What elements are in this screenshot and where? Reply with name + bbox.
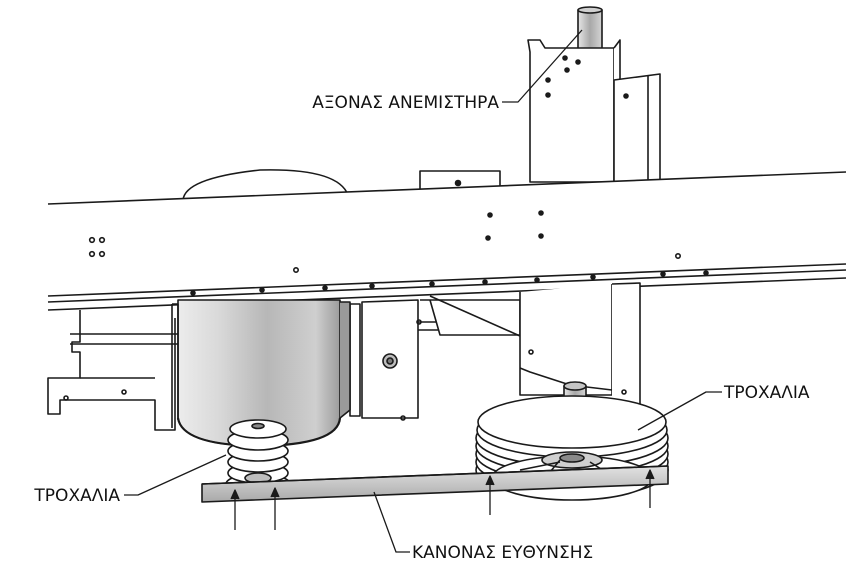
leader-lines <box>124 29 722 553</box>
fan-shaft-housing <box>527 6 661 183</box>
straightedge-bar <box>201 465 669 503</box>
label-pulley-right: ΤΡΟΧΑΛΙΑ <box>723 383 810 403</box>
label-straightedge: ΚΑΝΟΝΑΣ ΕΥΘΥΝΣΗΣ <box>412 543 593 563</box>
main-frame-beam <box>47 171 846 311</box>
motor-body <box>171 299 351 448</box>
label-pulley-left: ΤΡΟΧΑΛΙΑ <box>33 486 120 506</box>
label-fan-shaft: ΑΞΟΝΑΣ ΑΝΕΜΙΣΤΗΡΑ <box>312 93 499 113</box>
lower-frame-left <box>47 310 178 431</box>
contact-arrows <box>230 469 655 530</box>
motor-pulley <box>225 419 291 495</box>
lower-frame-center <box>349 282 641 421</box>
